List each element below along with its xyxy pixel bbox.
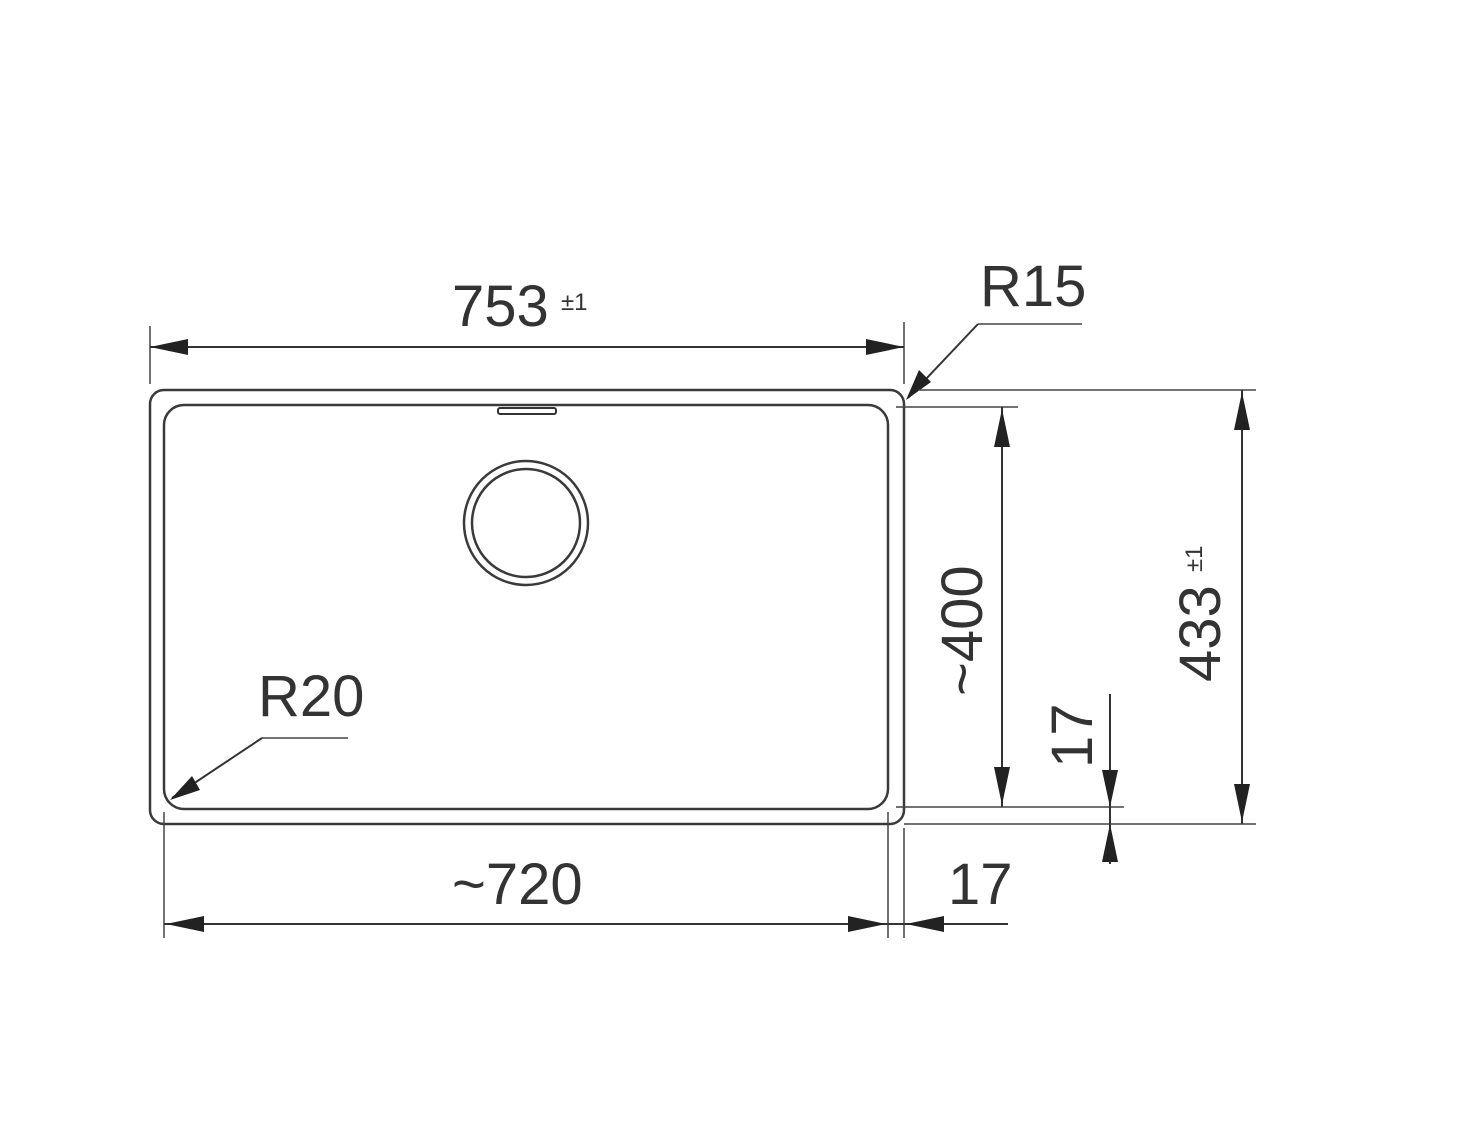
side-margin-value: 17 [948,852,1013,917]
arrow-head-down [1102,770,1118,807]
arrow-head-up [1102,824,1118,862]
arrow-head-top [994,409,1010,447]
arrow-head-top [1234,392,1250,430]
arrow-head-left [906,916,944,932]
arrow-head-right [866,339,904,355]
inner-radius-label: R20 [258,664,364,729]
overall-width-value: 753 [452,274,549,339]
sink-bowl [162,403,890,811]
arrow-head-bottom [994,767,1010,805]
bowl-depth-value: ~400 [930,565,995,696]
drain-outer-ring [462,459,590,587]
arrow-head-right [848,916,886,932]
outer-radius-label: R15 [980,254,1086,319]
drain-inner-ring [470,467,582,579]
overflow-slot [497,407,557,415]
overall-width-tolerance: ±1 [561,289,588,316]
arrow-head-bottom [1234,784,1250,822]
r15-arrow-head [906,370,931,400]
arrow-head-left [166,916,204,932]
bowl-width-value: ~720 [452,852,583,917]
bottom-margin-value: 17 [1040,703,1105,768]
overall-depth-tolerance: ±1 [1181,545,1208,572]
sink-outer-rim [148,388,906,826]
overall-depth-value: 433 [1168,585,1233,682]
arrow-head-left [150,339,188,355]
r20-arrow-head [170,776,200,800]
